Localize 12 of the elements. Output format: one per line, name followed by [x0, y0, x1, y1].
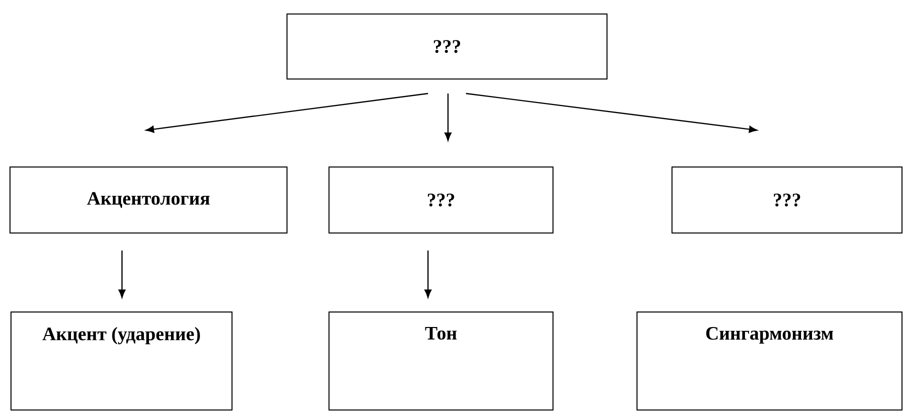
arrow	[424, 250, 432, 298]
arrow	[466, 92, 758, 133]
text-box: ???	[328, 166, 554, 234]
text-box: Сингармонизм	[636, 312, 902, 410]
text-box: Акцент (ударение)	[10, 312, 232, 410]
text-box: Тон	[328, 312, 554, 410]
text-box: Акцентология	[10, 166, 288, 234]
arrow	[146, 92, 428, 133]
text-box: ???	[672, 166, 902, 234]
arrow	[444, 94, 452, 141]
text-box: ???	[286, 14, 608, 80]
arrow	[118, 250, 126, 298]
